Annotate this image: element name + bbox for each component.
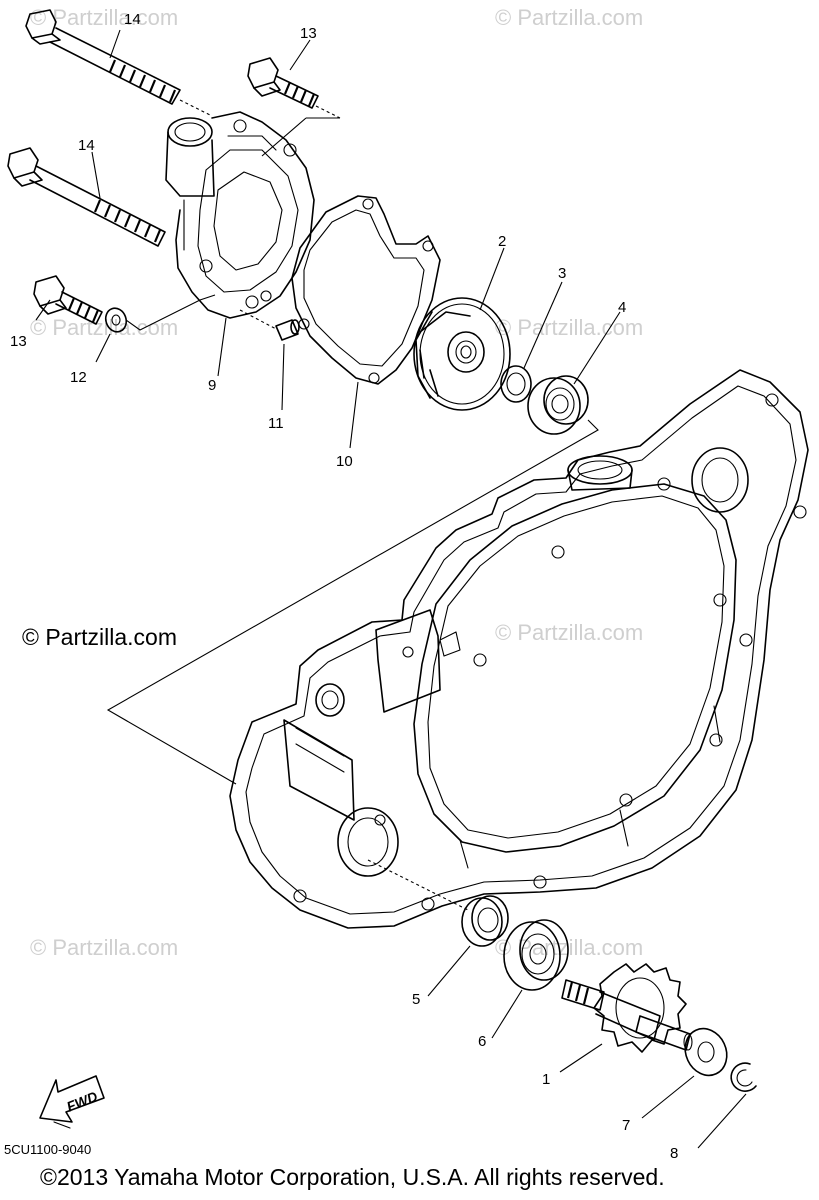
impeller-shaft-gear-1[interactable] bbox=[559, 963, 693, 1073]
watermarks: © Partzilla.com © Partzilla.com © Partzi… bbox=[30, 5, 643, 960]
crankcase-cover bbox=[229, 369, 809, 929]
callout-9: 9 bbox=[208, 377, 216, 394]
callout-1: 1 bbox=[542, 1071, 550, 1088]
bolt-13-lower[interactable] bbox=[33, 275, 103, 325]
watermark-text: © Partzilla.com bbox=[495, 620, 643, 645]
fwd-arrow-icon: FWD bbox=[39, 1075, 105, 1129]
watermark-text: © Partzilla.com bbox=[30, 315, 178, 340]
washer-7[interactable] bbox=[641, 1022, 734, 1119]
callout-10: 10 bbox=[336, 453, 353, 470]
callout-5: 5 bbox=[412, 991, 420, 1008]
oil-seal-3[interactable] bbox=[500, 281, 563, 403]
bearing-4[interactable] bbox=[106, 311, 621, 785]
washer-12[interactable] bbox=[95, 294, 216, 363]
drawing-code: 5CU1100-9040 bbox=[4, 1142, 92, 1157]
bearing-6[interactable] bbox=[491, 919, 569, 1039]
dowel-pin-11[interactable] bbox=[239, 309, 300, 411]
callout-8: 8 bbox=[670, 1145, 678, 1162]
callout-3: 3 bbox=[558, 265, 566, 282]
callout-labels: 14 13 14 2 3 4 13 12 9 11 10 5 6 1 7 8 bbox=[10, 11, 678, 1162]
callout-14-upper: 14 bbox=[124, 11, 141, 28]
callout-12: 12 bbox=[70, 369, 87, 386]
impeller-2[interactable] bbox=[413, 247, 511, 411]
bolt-14-lower[interactable] bbox=[7, 147, 166, 247]
footer-copyright: ©2013 Yamaha Motor Corporation, U.S.A. A… bbox=[40, 1164, 665, 1190]
fwd-label: FWD bbox=[64, 1088, 100, 1115]
watermark-text: © Partzilla.com bbox=[30, 5, 178, 30]
watermark-text: © Partzilla.com bbox=[495, 315, 643, 340]
watermark-text: © Partzilla.com bbox=[30, 935, 178, 960]
circlip-8[interactable] bbox=[697, 1062, 757, 1149]
callout-4: 4 bbox=[618, 299, 626, 316]
watermark-text: © Partzilla.com bbox=[495, 935, 643, 960]
callout-14-lower: 14 bbox=[78, 137, 95, 154]
water-pump-housing-9[interactable] bbox=[165, 111, 340, 377]
bolt-14-upper[interactable] bbox=[25, 9, 211, 116]
callout-11: 11 bbox=[268, 415, 284, 432]
partzilla-copyright: © Partzilla.com bbox=[22, 624, 177, 650]
callout-13-lower: 13 bbox=[10, 333, 27, 350]
callout-13-upper: 13 bbox=[300, 25, 317, 42]
watermark-text: © Partzilla.com bbox=[495, 5, 643, 30]
callout-2: 2 bbox=[498, 233, 506, 250]
bolt-13-upper[interactable] bbox=[247, 39, 341, 119]
gasket-10[interactable] bbox=[291, 195, 441, 449]
callout-7: 7 bbox=[622, 1117, 630, 1134]
oil-seal-5[interactable] bbox=[367, 859, 509, 997]
callout-6: 6 bbox=[478, 1033, 486, 1050]
